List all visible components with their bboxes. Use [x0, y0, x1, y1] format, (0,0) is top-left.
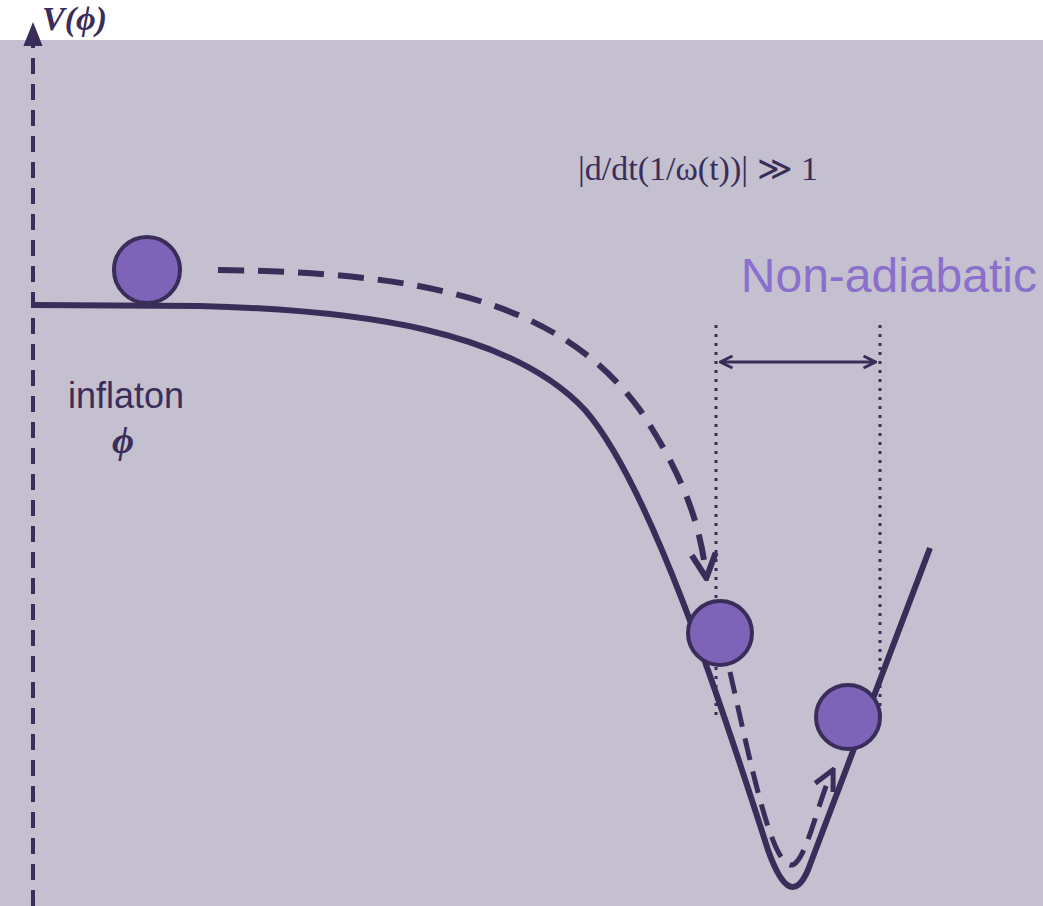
potential-axis: [31, 34, 35, 906]
dotted-bound: [879, 325, 882, 720]
axis-label: V(ϕ): [42, 0, 107, 37]
potential-curve: [33, 305, 930, 887]
inflaton-ball: [816, 685, 880, 749]
field-name: inflaton: [68, 376, 184, 416]
trajectory-arrow: [218, 270, 706, 575]
adiabaticity-formula: |d/dt(1/ω(t))| ≫ 1: [578, 150, 818, 187]
regime-label: Non-adiabatic: [741, 250, 1037, 303]
oscillation-arrow: [730, 672, 832, 865]
interval-arrow: [722, 361, 874, 364]
field-symbol: ϕ: [112, 420, 134, 462]
background: [0, 40, 1043, 906]
inflaton-ball: [114, 237, 180, 303]
inflaton-ball: [688, 601, 752, 665]
